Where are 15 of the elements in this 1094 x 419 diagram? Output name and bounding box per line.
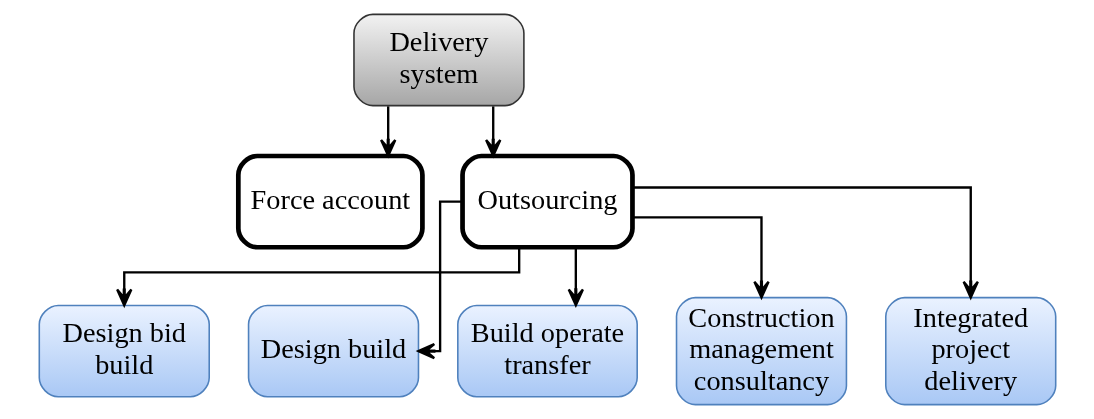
node-box: Design bid build [38, 304, 210, 398]
node-box: Delivery system [352, 13, 525, 107]
node-box: Force account [235, 153, 425, 250]
node-box: Outsourcing [459, 153, 635, 250]
node-box: Design build [247, 304, 419, 398]
node-box: Construction management consultancy [675, 296, 847, 406]
arrow [632, 186, 979, 299]
arrow [416, 200, 462, 360]
arrow [484, 106, 501, 157]
node-box: Build operate transfer [456, 304, 638, 398]
arrow [115, 247, 520, 307]
arrow [379, 106, 396, 157]
node-box: Integrated project delivery [884, 296, 1056, 406]
arrow [632, 216, 770, 299]
arrow [567, 247, 584, 307]
